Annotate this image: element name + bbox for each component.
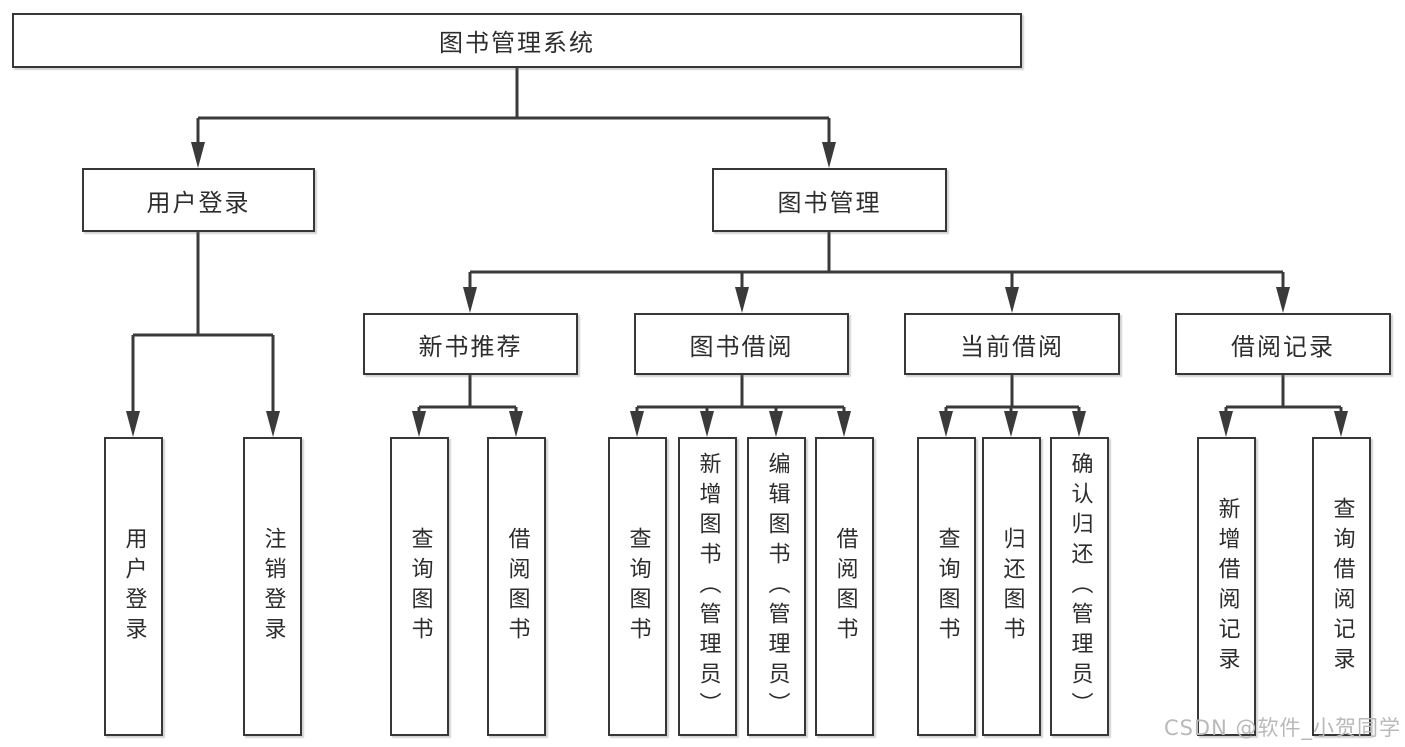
- arrowhead: [126, 411, 140, 437]
- arrowhead: [939, 411, 953, 437]
- arrowhead: [463, 287, 477, 313]
- node-new-book-recommend: 新书推荐: [363, 313, 578, 375]
- arrowheads: [126, 142, 1348, 437]
- leaf-add-book-admin: 新增图书（管理员）: [678, 437, 737, 736]
- arrowhead: [1005, 287, 1019, 313]
- arrowhead: [1072, 411, 1086, 437]
- arrowhead: [769, 411, 783, 437]
- connector-new-book-children: [417, 375, 518, 415]
- arrowhead: [266, 411, 280, 437]
- connector-strokes: [131, 68, 1343, 415]
- arrowhead: [412, 411, 426, 437]
- arrowhead: [700, 411, 714, 437]
- connector-book-mgmt-children: [468, 232, 1285, 291]
- connector-current-borrow-children: [944, 375, 1081, 415]
- csdn-watermark: CSDN @软件_小贺同学: [1163, 716, 1401, 740]
- leaf-user-login: 用户登录: [104, 437, 163, 736]
- leaf-query-book-2: 查询图书: [608, 437, 667, 736]
- node-user-login: 用户登录: [82, 168, 315, 232]
- leaf-query-borrow-record: 查询借阅记录: [1312, 437, 1371, 736]
- arrowhead: [1004, 411, 1018, 437]
- arrowhead: [630, 411, 644, 437]
- connector-book-borrow-children: [635, 375, 846, 415]
- arrowhead: [1276, 287, 1290, 313]
- leaf-query-book-3: 查询图书: [917, 437, 976, 736]
- connector-user-login-children: [131, 232, 275, 415]
- node-root: 图书管理系统: [12, 13, 1022, 68]
- arrowhead: [1334, 411, 1348, 437]
- node-book-borrow: 图书借阅: [634, 313, 849, 375]
- leaf-return-book: 归还图书: [982, 437, 1041, 736]
- connector-root-to-level2: [196, 68, 831, 146]
- leaf-confirm-return-admin: 确认归还（管理员）: [1050, 437, 1109, 736]
- arrowhead: [837, 411, 851, 437]
- node-current-borrow: 当前借阅: [904, 313, 1120, 375]
- node-book-management: 图书管理: [712, 168, 947, 232]
- arrowhead: [509, 411, 523, 437]
- leaf-borrow-book-2: 借阅图书: [815, 437, 874, 736]
- leaf-edit-book-admin: 编辑图书（管理员）: [747, 437, 806, 736]
- arrowhead: [735, 287, 749, 313]
- leaf-add-borrow-record: 新增借阅记录: [1197, 437, 1256, 736]
- arrowhead: [822, 142, 836, 168]
- leaf-query-book-1: 查询图书: [390, 437, 449, 736]
- leaf-borrow-book-1: 借阅图书: [487, 437, 546, 736]
- node-borrow-record: 借阅记录: [1175, 313, 1391, 375]
- arrowhead: [191, 142, 205, 168]
- arrowhead: [1219, 411, 1233, 437]
- leaf-logout: 注销登录: [243, 437, 302, 736]
- connector-borrow-record-children: [1224, 375, 1343, 415]
